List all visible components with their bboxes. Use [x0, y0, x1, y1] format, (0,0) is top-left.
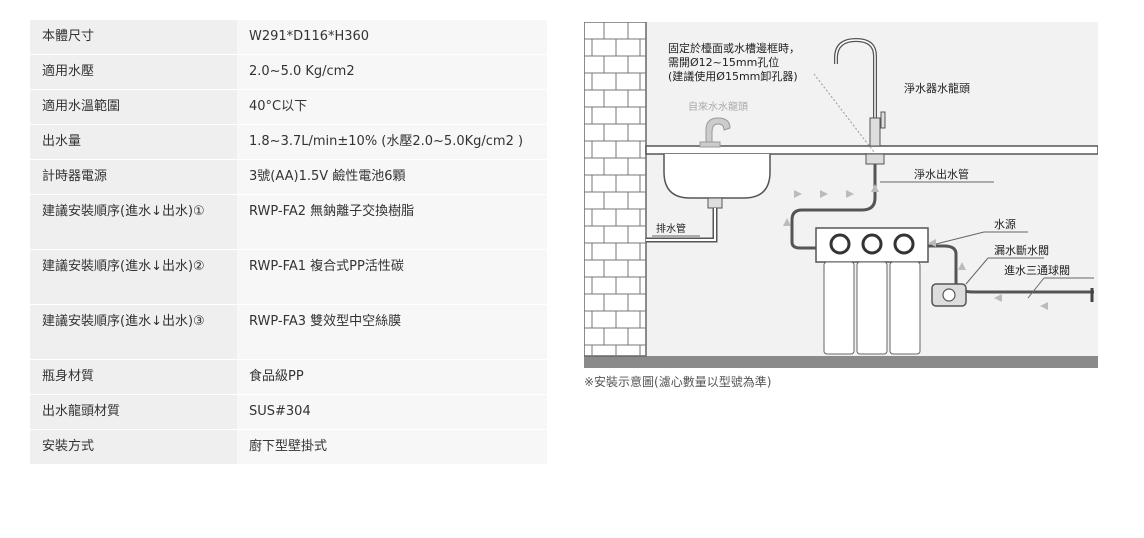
water-source-label: 水源 — [994, 217, 1016, 231]
spec-label: 計時器電源 — [30, 159, 237, 195]
filter-cap-2 — [861, 233, 883, 255]
drain-pipe — [646, 208, 718, 243]
spec-value: W291*D116*H360 — [237, 20, 547, 55]
spec-value: 3號(AA)1.5V 鹼性電池6顆 — [237, 159, 547, 195]
note-line-2: 需開Ø12~15mm孔位 — [668, 55, 779, 69]
spec-row: 安裝方式廚下型壁掛式 — [30, 429, 547, 465]
spec-value: 食品級PP — [237, 359, 547, 395]
flow-arrows — [783, 184, 1048, 310]
spec-value: 40°C以下 — [237, 89, 547, 125]
installation-diagram-svg: 固定於檯面或水槽邊框時， 需開Ø12~15mm孔位 (建議使用Ø15mm卸孔器)… — [584, 22, 1098, 368]
leak-valve-label: 漏水斷水閥 — [994, 244, 1049, 257]
spec-label: 適用水溫範圍 — [30, 89, 237, 125]
leader-lines — [813, 73, 875, 153]
spec-value: 1.8~3.7L/min±10% (水壓2.0~5.0Kg/cm2 ) — [237, 124, 547, 160]
note-line-3: (建議使用Ø15mm卸孔器) — [668, 69, 798, 83]
outlet-pipe-label: 淨水出水管 — [914, 167, 969, 181]
brick-wall — [584, 22, 647, 357]
leak-valve-icon — [931, 283, 967, 307]
three-way-valve-label: 進水三通球閥 — [1004, 263, 1070, 277]
floor — [584, 356, 1098, 368]
spec-label: 出水龍頭材質 — [30, 394, 237, 430]
spec-value: 2.0~5.0 Kg/cm2 — [237, 54, 547, 90]
diagram-caption: ※安裝示意圖(濾心數量以型號為準) — [584, 375, 772, 389]
installation-diagram: 固定於檯面或水槽邊框時， 需開Ø12~15mm孔位 (建議使用Ø15mm卸孔器)… — [584, 22, 1098, 368]
purifier-faucet-icon — [834, 37, 886, 165]
spec-label: 建議安裝順序(進水↓出水)① — [30, 194, 237, 250]
spec-label: 瓶身材質 — [30, 359, 237, 395]
spec-value: 廚下型壁掛式 — [237, 429, 547, 465]
filter-cap-3 — [893, 233, 915, 255]
spec-label: 本體尺寸 — [30, 20, 237, 55]
spec-value: RWP-FA3 雙效型中空絲膜 — [237, 304, 547, 360]
note-line-1: 固定於檯面或水槽邊框時， — [668, 41, 800, 55]
faucet-label: 淨水器水龍頭 — [904, 81, 970, 95]
label-lines — [652, 181, 1094, 299]
spec-row: 瓶身材質食品級PP — [30, 359, 547, 395]
spec-label: 安裝方式 — [30, 429, 237, 465]
filter-cap-1 — [829, 233, 851, 255]
spec-value: RWP-FA1 複合式PP活性碳 — [237, 249, 547, 305]
spec-label: 適用水壓 — [30, 54, 237, 90]
spec-label: 建議安裝順序(進水↓出水)③ — [30, 304, 237, 360]
drain-pipe-label: 排水管 — [656, 222, 686, 235]
tap-water-label: 自來水水龍頭 — [688, 100, 748, 113]
filter-housings — [815, 227, 929, 355]
spec-value: RWP-FA2 無鈉離子交換樹脂 — [237, 194, 547, 250]
spec-value: SUS#304 — [237, 394, 547, 430]
spec-label: 建議安裝順序(進水↓出水)② — [30, 249, 237, 305]
spec-label: 出水量 — [30, 124, 237, 160]
tap-faucet-icon — [699, 117, 731, 148]
sink-basin — [663, 154, 771, 209]
outlet-pipe — [790, 164, 877, 250]
